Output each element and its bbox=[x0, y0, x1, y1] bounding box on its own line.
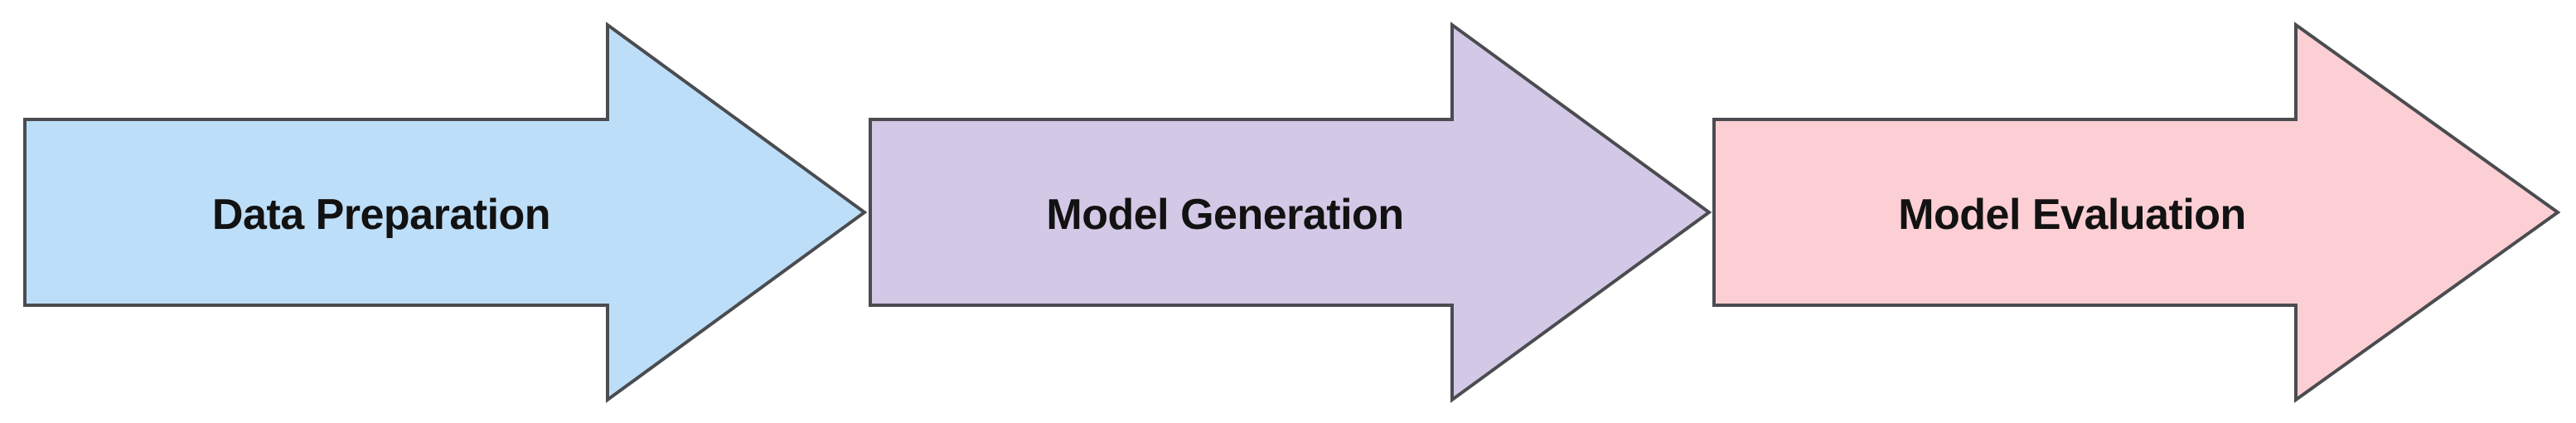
process-step-data-preparation: Data Preparation bbox=[23, 22, 868, 403]
process-step-label: Data Preparation bbox=[212, 191, 550, 239]
right-arrow-shape bbox=[1712, 22, 2561, 403]
process-step-model-evaluation: Model Evaluation bbox=[1712, 22, 2561, 403]
process-step-label: Model Generation bbox=[1046, 191, 1403, 239]
process-step-label: Model Evaluation bbox=[1898, 191, 2246, 239]
right-arrow-shape bbox=[23, 22, 868, 403]
right-arrow-shape bbox=[869, 22, 1712, 403]
process-step-model-generation: Model Generation bbox=[869, 22, 1712, 403]
